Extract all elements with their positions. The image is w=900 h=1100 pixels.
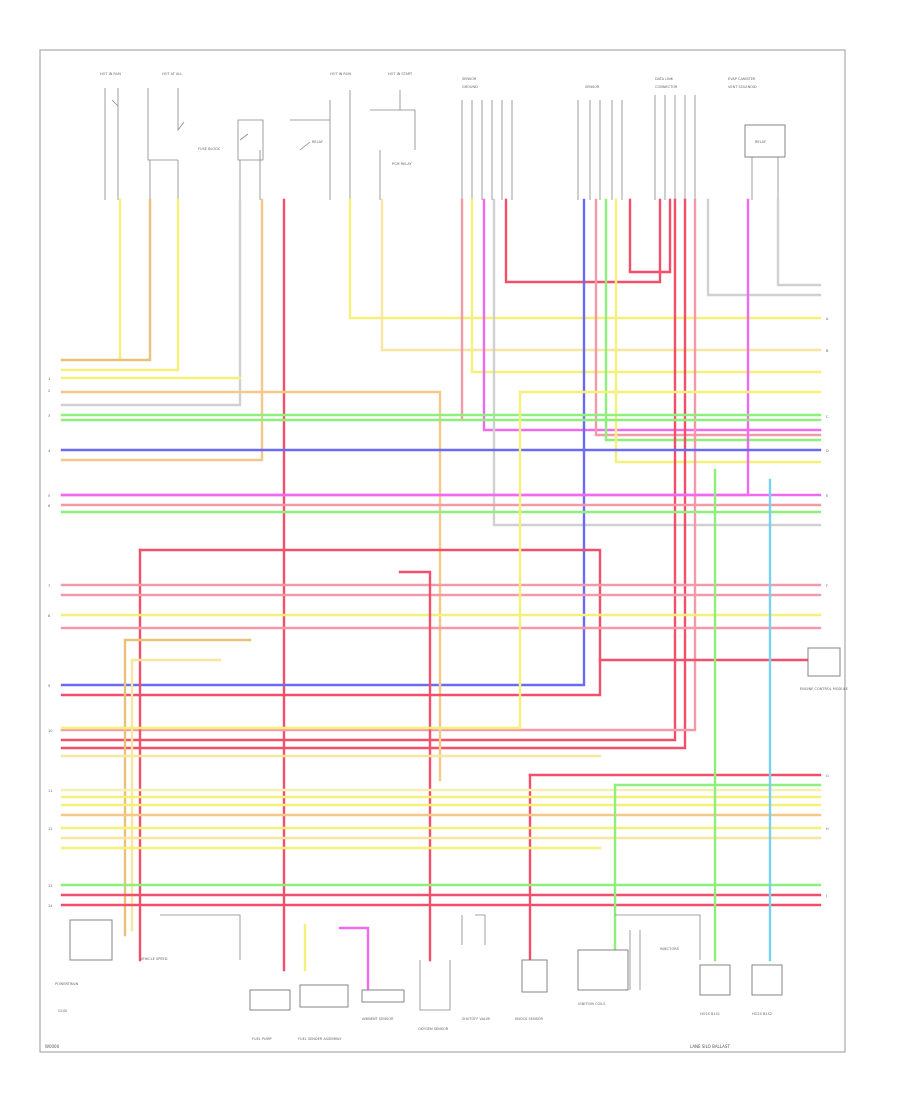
bottom-components: POWERTRAIN G100 VEHICLE SPEED FUEL PUMP …	[55, 914, 783, 1041]
svg-text:HOT IN RUN: HOT IN RUN	[100, 72, 121, 76]
svg-text:INJECTORS: INJECTORS	[660, 947, 680, 951]
wire-yellow-3	[348, 198, 822, 320]
svg-text:4: 4	[48, 449, 51, 453]
switch-group-left: HOT IN RUN HOT AT ALL HOT IN RUN HOT IN …	[100, 72, 416, 200]
wire-orange-1	[60, 198, 152, 362]
svg-text:SENSOR: SENSOR	[462, 77, 477, 81]
wire-yellow-2	[60, 198, 180, 372]
svg-text:RELAY: RELAY	[312, 140, 324, 144]
ecu-right-label: ENGINE CONTROL MODULE	[800, 687, 848, 691]
svg-text:13: 13	[48, 884, 52, 888]
wire-pink-3	[60, 198, 697, 732]
fuel-pump-label: FUEL PUMP	[252, 1037, 272, 1041]
wire-pink-2	[594, 198, 822, 437]
fuel-sender-label: FUEL SENDER ASSEMBLY	[298, 1037, 342, 1041]
svg-text:HO2S B1S1: HO2S B1S1	[700, 1012, 720, 1016]
svg-text:12: 12	[48, 827, 52, 831]
wire-green-1	[604, 198, 822, 442]
svg-text:8: 8	[48, 614, 50, 618]
svg-text:H: H	[826, 827, 829, 831]
top-components: HOT IN RUN HOT AT ALL HOT IN RUN HOT IN …	[100, 72, 786, 200]
wire-gray-2	[492, 198, 822, 527]
wire-magenta-1	[482, 198, 822, 432]
svg-text:D: D	[826, 449, 829, 453]
ground-left-label: G100	[58, 1009, 67, 1013]
ign-coils-label: IGNITION COILS	[578, 1002, 606, 1006]
svg-text:C: C	[826, 415, 829, 419]
svg-text:PCM RELAY: PCM RELAY	[392, 162, 412, 166]
svg-text:FUSE BLOCK: FUSE BLOCK	[198, 147, 221, 151]
wire-yellow-5	[614, 198, 822, 464]
connector-bank-2: SENSOR	[577, 85, 623, 200]
wire-yellow-4	[470, 198, 822, 374]
wire-gray-3	[706, 198, 822, 297]
svg-text:A: A	[826, 317, 829, 321]
footer-left: W0000	[45, 1044, 60, 1049]
svg-text:DATA LINK: DATA LINK	[655, 77, 674, 81]
svg-text:HOT IN START: HOT IN START	[388, 72, 413, 76]
connector-bank-3: DATA LINK CONNECTOR	[654, 77, 696, 200]
svg-text:HOT AT ALL: HOT AT ALL	[162, 72, 182, 76]
diagram-frame	[39, 49, 846, 1053]
svg-text:HOT IN RUN: HOT IN RUN	[330, 72, 351, 76]
svg-text:CONNECTOR: CONNECTOR	[655, 85, 678, 89]
connector-bank-1: SENSOR GROUND	[461, 77, 513, 200]
knock-sensor-label: KNOCK SENSOR	[515, 1017, 544, 1021]
relay-top-label: RELAY	[755, 140, 767, 144]
oxygen-sensor-label: OXYGEN SENSOR	[418, 1027, 449, 1031]
wire-gray-1	[60, 198, 242, 407]
wire-red-2	[628, 198, 672, 274]
svg-text:J: J	[825, 894, 827, 898]
svg-text:VEHICLE SPEED: VEHICLE SPEED	[140, 957, 168, 961]
svg-text:VENT SOLENOID: VENT SOLENOID	[728, 85, 757, 89]
bus-wires	[60, 376, 822, 992]
wire-gray-4	[776, 198, 822, 287]
svg-text:7: 7	[48, 584, 50, 588]
svg-text:2: 2	[48, 389, 50, 393]
svg-text:G: G	[826, 774, 829, 778]
svg-text:3: 3	[48, 414, 50, 418]
svg-text:11: 11	[48, 789, 52, 793]
svg-text:10: 10	[48, 729, 52, 733]
svg-text:HO2S B1S2: HO2S B1S2	[752, 1012, 772, 1016]
svg-text:B: B	[826, 349, 829, 353]
wire-lightyellow-1	[380, 198, 822, 352]
svg-text:9: 9	[48, 684, 50, 688]
wire-red-3	[60, 198, 677, 742]
relay-top-right: RELAY EVAP CANISTER VENT SOLENOID	[728, 77, 786, 200]
svg-text:E: E	[826, 494, 828, 498]
svg-text:F: F	[826, 584, 828, 588]
wire-orange-2	[60, 198, 264, 462]
ambient-sensor-label: AMBIENT SENSOR	[362, 1017, 394, 1021]
svg-text:POWERTRAIN: POWERTRAIN	[55, 982, 79, 986]
svg-text:5: 5	[48, 494, 50, 498]
wire-red-4	[60, 198, 687, 750]
svg-text:EVAP CANISTER: EVAP CANISTER	[728, 77, 756, 81]
svg-text:GROUND: GROUND	[462, 85, 478, 89]
ecu-right: ENGINE CONTROL MODULE	[800, 647, 848, 691]
svg-text:SENSOR: SENSOR	[585, 85, 600, 89]
svg-text:14: 14	[48, 904, 53, 908]
svg-text:SHUTOFF VALVE: SHUTOFF VALVE	[462, 1017, 490, 1021]
svg-text:1: 1	[48, 377, 50, 381]
svg-text:6: 6	[48, 504, 50, 508]
footer-right: LANE SILO BALLAST	[690, 1044, 730, 1049]
wire-blue-1	[60, 198, 586, 687]
